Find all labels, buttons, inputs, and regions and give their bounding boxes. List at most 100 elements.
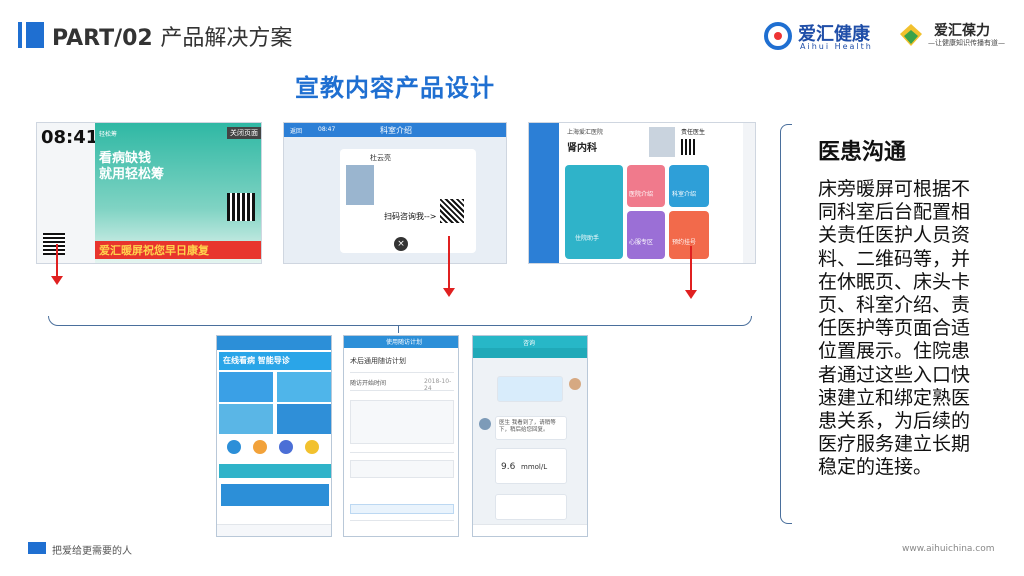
phone1-banner-text: 在线看病 智能导诊 [223, 356, 290, 365]
aihui-baoli-logo-icon [900, 24, 922, 46]
tile-appointment[interactable] [669, 211, 709, 259]
tile-hospital-helper[interactable] [565, 165, 623, 259]
screen2-back[interactable]: 返回 [290, 128, 303, 135]
phone1-topbar [217, 336, 331, 350]
logo2-name: 爱汇葆力 [934, 23, 990, 39]
screen-bedside-card: 上海爱汇医院 肾内科 责任医生 住院助手 医院介绍 科室介绍 心服专区 预约挂号 [528, 122, 756, 264]
footer-accent-bar [28, 542, 46, 554]
footer-url: www.aihuichina.com [902, 544, 995, 554]
phone1-card[interactable] [277, 404, 331, 434]
screen2-topbar [284, 123, 506, 137]
phone1-icon[interactable] [279, 440, 293, 454]
phone2-title: 使用随访计划 [386, 339, 423, 346]
part-label: PART/02 [52, 26, 153, 51]
tile-helper-label: 住院助手 [575, 235, 600, 242]
screen3-doc-role: 责任医生 [681, 129, 706, 136]
phone1-icon[interactable] [305, 440, 319, 454]
screen1-headline2: 就用轻松筹 [99, 167, 165, 182]
phone-home: 在线看病 智能导诊 [216, 335, 332, 537]
header-accent-bar [18, 22, 44, 48]
arrow-down-icon [51, 276, 63, 285]
horizontal-brace [48, 316, 752, 326]
phone1-icon[interactable] [227, 440, 241, 454]
close-icon[interactable]: × [394, 237, 408, 251]
divider [350, 372, 454, 373]
phone1-promo[interactable] [221, 484, 329, 506]
tile-dept-label: 科室介绍 [672, 191, 697, 198]
divider [350, 452, 454, 453]
tile-heart-label: 心服专区 [629, 239, 654, 246]
arrow-line [690, 246, 692, 290]
logo1-name: 爱汇健康 [798, 24, 870, 45]
chat-message: 医生 我看到了，请稍等下，稍后给您回复。 [499, 420, 556, 433]
screen2-time: 08:47 [318, 126, 336, 133]
tile-dept-intro[interactable] [669, 165, 709, 207]
tile-heart-zone[interactable] [627, 211, 665, 259]
qr-code-icon [681, 139, 697, 155]
phone2-topbar [344, 336, 458, 348]
chat-bubble [495, 448, 567, 484]
phone1-tabbar[interactable] [217, 524, 331, 536]
doctor-photo [346, 165, 374, 205]
screen3-right-strip [743, 123, 755, 263]
arrow-down-icon [443, 288, 455, 297]
screen-sleep-page: 08:41 轻松筹 关闭页面 看病缺钱 就用轻松筹 爱汇暖屏祝您早日康复 [36, 122, 262, 264]
divider [350, 520, 454, 521]
panel-description: 床旁暖屏可根据不同科室后台配置相关责任医护人员资料、二维码等，并在休眠页、床头卡… [818, 178, 971, 479]
phone3-tabs[interactable] [473, 348, 587, 358]
qr-code-icon [43, 233, 65, 255]
avatar [479, 418, 491, 430]
section-title: 宣教内容产品设计 [295, 74, 495, 102]
doctor-name: 杜云亮 [370, 154, 391, 162]
screen3-dept: 肾内科 [567, 143, 597, 154]
scan-consult-text: 扫码咨询我--> [384, 212, 437, 221]
phone1-banner [219, 352, 331, 370]
phone1-icon[interactable] [253, 440, 267, 454]
phone2-text-block [350, 460, 454, 478]
brace-tip [398, 325, 399, 333]
logo2-sub: —让健康知识传播有道— [928, 39, 1005, 47]
phone2-row1-value: 2018-10-24 [424, 378, 452, 392]
screen1-banner [95, 241, 261, 259]
screen1-headline1: 看病缺钱 [99, 151, 152, 166]
screen1-banner-text: 爱汇暖屏祝您早日康复 [99, 244, 209, 257]
screen1-close-tag[interactable]: 关闭页面 [227, 127, 261, 139]
divider [350, 390, 454, 391]
phone1-card[interactable] [219, 372, 273, 402]
phone-chat: 咨询 医生 我看到了，请稍等下，稍后给您回复。 9.6 mmol/L [472, 335, 588, 537]
phone1-card[interactable] [277, 372, 331, 402]
screen3-sidebar [529, 123, 559, 263]
doctor-photo [649, 127, 675, 157]
phone2-heading: 术后通用随访计划 [350, 357, 406, 365]
phone2-row1-label: 随访开始时间 [350, 380, 387, 387]
chat-bubble [497, 376, 563, 402]
aihui-health-logo-icon [764, 22, 792, 50]
chat-bubble [495, 494, 567, 520]
tile-hospital-intro[interactable] [627, 165, 665, 207]
panel-title: 医患沟通 [818, 140, 907, 165]
screen2-title: 科室介绍 [380, 126, 412, 135]
phone3-topbar [473, 336, 587, 348]
phone1-strip [219, 464, 331, 478]
glucose-unit: mmol/L [521, 463, 548, 471]
glucose-value: 9.6 [501, 462, 516, 472]
page-title-text: 产品解决方案 [160, 26, 293, 51]
screen-dept-intro: 返回 08:47 科室介绍 杜云亮 扫码咨询我--> × [283, 122, 507, 264]
phone3-title: 咨询 [523, 340, 536, 347]
screen3-hospital: 上海爱汇医院 [567, 129, 604, 136]
screen1-clock: 08:41 [41, 127, 99, 148]
avatar [569, 378, 581, 390]
footer-slogan: 把爱给更需要的人 [52, 546, 132, 557]
arrow-line [448, 236, 450, 288]
arrow-line [56, 244, 58, 276]
chat-input-bar[interactable] [473, 524, 587, 536]
logo1-sub: Aihui Health [800, 42, 873, 51]
chat-bubble [495, 416, 567, 440]
phone2-select[interactable] [350, 504, 454, 514]
tile-order-label: 预约挂号 [672, 239, 697, 246]
screen1-brand: 轻松筹 [99, 131, 118, 138]
vertical-brace [780, 124, 792, 524]
qr-code-icon [227, 193, 255, 221]
phone1-card[interactable] [219, 404, 273, 434]
phone-followup-plan: 使用随访计划 术后通用随访计划 随访开始时间 2018-10-24 [343, 335, 459, 537]
